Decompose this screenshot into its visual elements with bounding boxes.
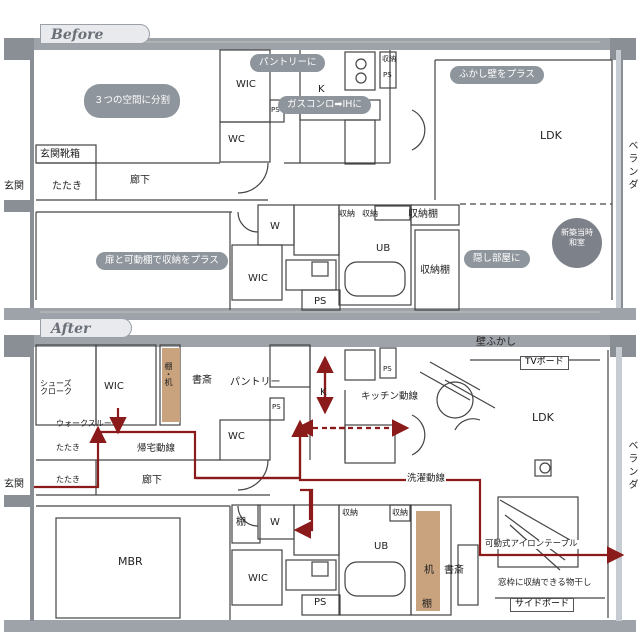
after-storage-a: 収納: [342, 508, 358, 517]
after-banner: After: [40, 318, 132, 338]
before-storage-b: 収納: [362, 209, 378, 218]
before-balcony: ベランダ: [626, 140, 637, 192]
before-w: W: [270, 221, 280, 232]
before-callout-gas: ガスコンロ➡IHに: [278, 96, 371, 115]
after-pantry: パントリー: [230, 377, 281, 388]
after-study-top: 書斎: [192, 375, 212, 386]
after-wic-top: WIC: [104, 381, 124, 392]
after-label-laundry-flow: 洗濯動線: [406, 473, 447, 485]
after-kitchen: K: [320, 387, 327, 398]
before-plan: [4, 38, 636, 320]
after-balcony: ベランダ: [626, 440, 637, 492]
after-wic-bottom: WIC: [248, 573, 268, 584]
before-callout-washitsu: 新築当時 和室: [552, 218, 602, 268]
after-ps-bottom: PS: [314, 597, 327, 608]
before-callout-false-wall: ふかし壁をプラス: [450, 66, 544, 85]
after-mbr: MBR: [118, 555, 143, 568]
after-label-sideboard: サイドボード: [510, 598, 575, 612]
before-ps-bottom: PS: [314, 296, 327, 307]
after-genkan: 玄関: [4, 479, 24, 490]
after-w: W: [270, 517, 280, 528]
before-fridge-storage: 収納: [382, 55, 396, 63]
after-shelf-bottom: 棚: [422, 599, 432, 610]
after-wc: WC: [228, 431, 245, 442]
after-label-kitchen-flow: キッチン動線: [360, 391, 420, 403]
after-desk: 机: [424, 565, 434, 576]
after-label-return-flow: 帰宅動線: [136, 443, 177, 455]
after-label-window-dryer: 窓枠に収納できる物干し: [497, 578, 593, 589]
after-shelf-desk: 棚・机: [164, 362, 173, 386]
before-callout-split: ３つの空間に分割: [84, 84, 181, 119]
before-storage-c: 収納棚: [408, 209, 438, 220]
before-storage-d: 収納棚: [420, 265, 450, 276]
after-tataki-b: たたき: [56, 475, 80, 484]
after-flow-lines: [34, 355, 625, 564]
before-genkan: 玄関: [4, 181, 24, 192]
before-wc: WC: [228, 134, 245, 145]
before-kitchen: K: [318, 84, 325, 95]
after-desk-wood: [416, 511, 440, 611]
after-ldk: LDK: [532, 411, 554, 424]
after-label-ironing-table: 可動式アイロンテーブル: [484, 539, 579, 550]
after-ps-top: PS: [272, 403, 281, 411]
before-ldk: LDK: [540, 129, 562, 142]
before-tataki: たたき: [52, 181, 82, 192]
before-callout-pantry: パントリーに: [250, 54, 326, 73]
before-wic-bottom: WIC: [248, 273, 268, 284]
after-shoes-cloak: シューズ クローク: [40, 379, 72, 396]
before-ps-kitchen: PS: [383, 71, 392, 79]
after-shelf: 棚: [236, 517, 246, 528]
before-ub: UB: [376, 243, 391, 254]
before-wic-top: WIC: [236, 79, 256, 90]
before-banner: Before: [40, 24, 150, 44]
after-shelf-desk-wood: [162, 348, 180, 422]
after-label-false-wall: 壁ふかし: [476, 337, 516, 348]
after-ps-mid: PS: [383, 365, 392, 373]
before-callout-door-storage: 扉と可動棚で収納をプラス: [96, 252, 228, 271]
after-label-tv-board: TVボード: [520, 356, 569, 370]
before-ps-small: PS: [271, 106, 280, 114]
before-genkan-kutsubako: 玄関靴箱: [40, 149, 80, 160]
before-callout-hidden-room: 隠し部屋に: [464, 250, 530, 269]
before-roka: 廊下: [130, 175, 150, 186]
after-study-bottom: 書斎: [444, 565, 464, 576]
after-roka: 廊下: [142, 475, 162, 486]
after-plan-walls: [4, 335, 636, 632]
after-walk-through: ウォークスルー: [56, 419, 112, 428]
before-storage-a: 収納: [339, 209, 355, 218]
before-interior-walls: [35, 41, 613, 313]
after-ub: UB: [374, 541, 389, 552]
after-tataki-a: たたき: [56, 443, 80, 452]
after-storage-b: 収納: [392, 508, 408, 517]
